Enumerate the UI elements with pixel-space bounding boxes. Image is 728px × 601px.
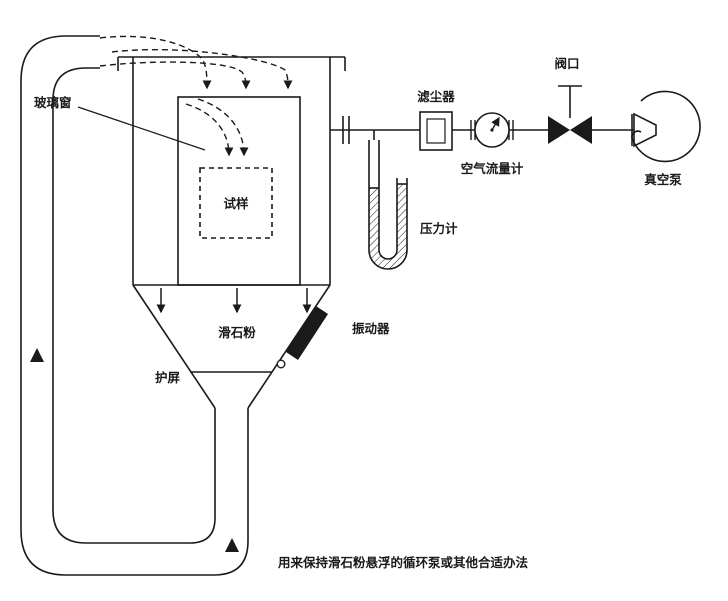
bend-flow-up-arrow	[225, 538, 239, 552]
label-circulation-note: 用来保持滑石粉悬浮的循环泵或其他合适办法	[277, 555, 529, 570]
flowmeter-needle	[491, 116, 500, 131]
loop-flow-up-arrow	[30, 348, 44, 362]
label-shield: 护屏	[155, 370, 181, 385]
dust-filter-box	[419, 111, 453, 151]
label-sample: 试样	[223, 196, 249, 211]
label-vibrator: 振动器	[352, 321, 390, 336]
label-manometer: 压力计	[420, 221, 458, 236]
manometer-inner-wall	[378, 140, 398, 260]
funnel-right-wall	[247, 284, 331, 409]
flow-stream-to-sample-2	[197, 98, 249, 157]
flow-stream-2	[99, 61, 251, 90]
label-glass-window: 玻璃窗	[34, 95, 72, 110]
valve-body-right	[570, 116, 592, 144]
manometer-outer-wall	[368, 140, 408, 270]
label-valve: 阀口	[554, 56, 579, 71]
sample-box	[199, 167, 273, 239]
pump-inlet-cone	[633, 112, 657, 148]
glass-window-frame	[177, 96, 301, 286]
glass-window-leader-line	[77, 106, 206, 151]
manometer-liquid	[369, 184, 407, 269]
pump-volute	[631, 90, 701, 163]
label-vacuum-pump: 真空泵	[644, 172, 682, 187]
flow-stream-3	[111, 48, 293, 90]
label-air-flowmeter: 空气流量计	[461, 161, 524, 176]
funnel-left-wall	[132, 284, 216, 409]
label-dust-filter: 滤尘器	[417, 89, 455, 104]
vibrator-pivot	[276, 359, 286, 369]
loop-pipe-inner-wall	[52, 67, 216, 544]
dust-filter-element	[426, 118, 446, 144]
flow-stream-to-sample-1	[185, 103, 234, 157]
flow-stream-1	[99, 35, 212, 90]
valve-body-left	[548, 116, 570, 144]
loop-pipe-outer-wall	[20, 35, 249, 576]
label-talc: 滑石粉	[218, 325, 256, 340]
flowmeter-pivot	[490, 128, 494, 132]
vibrator-bar	[286, 306, 328, 360]
